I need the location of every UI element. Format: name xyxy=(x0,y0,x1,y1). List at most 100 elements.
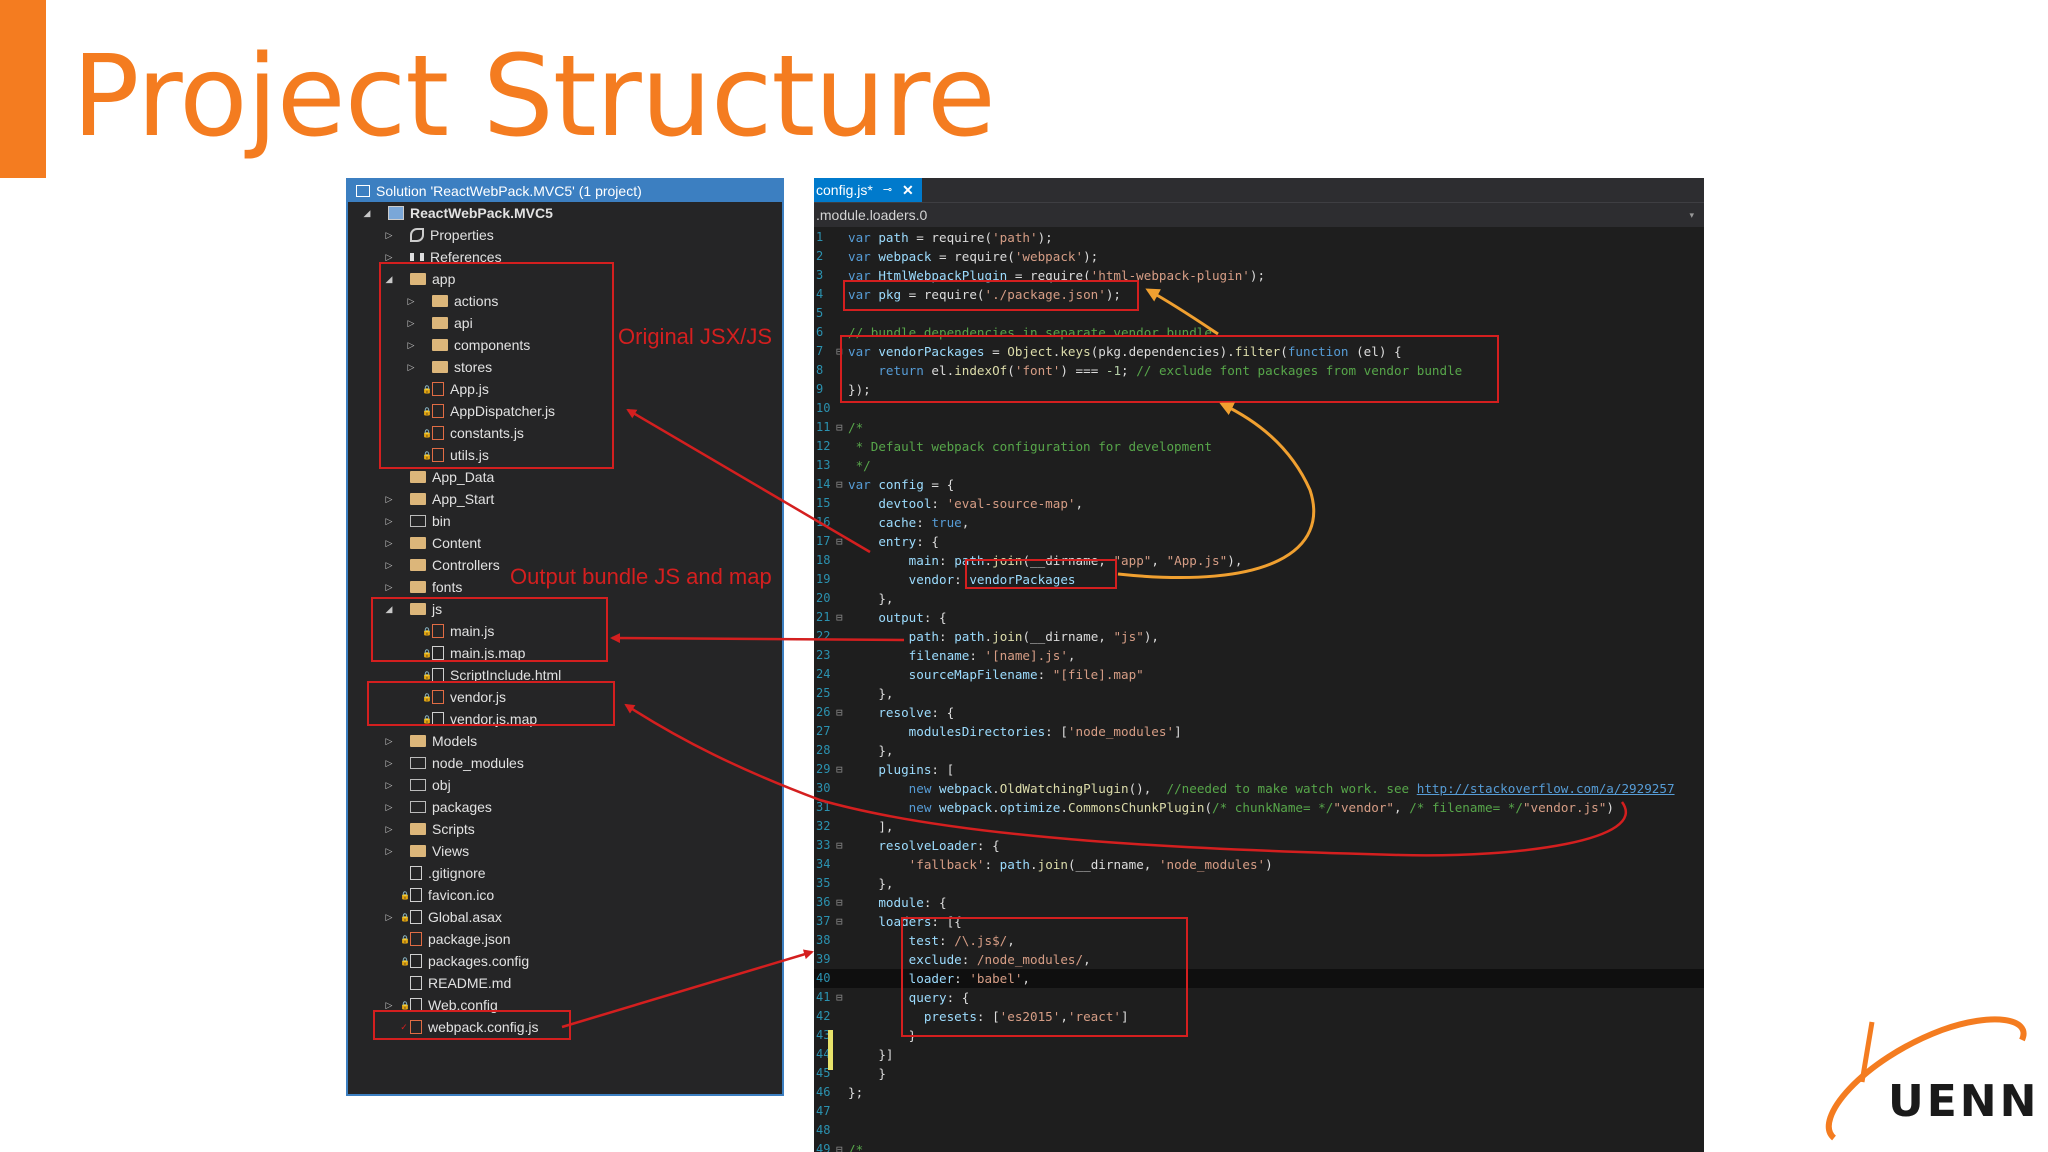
code-line[interactable]: 14⊟var config = { xyxy=(814,475,1704,494)
fold-toggle-icon[interactable]: ⊟ xyxy=(836,915,843,928)
fold-toggle-icon[interactable]: ⊟ xyxy=(836,991,843,1004)
tree-item[interactable]: 🔒main.js xyxy=(406,620,494,642)
code-line[interactable]: 12 * Default webpack configuration for d… xyxy=(814,437,1704,456)
code-line[interactable]: 27 modulesDirectories: ['node_modules'] xyxy=(814,722,1704,741)
fold-toggle-icon[interactable]: ⊟ xyxy=(836,345,843,358)
code-line[interactable]: 42 presets: ['es2015','react'] xyxy=(814,1007,1704,1026)
tree-item[interactable]: ◢js xyxy=(384,598,443,620)
pin-icon[interactable]: ⊸ xyxy=(882,184,893,196)
tree-item[interactable]: 🔒App.js xyxy=(406,378,489,400)
code-line[interactable]: 41⊟ query: { xyxy=(814,988,1704,1007)
expanded-arrow-icon[interactable]: ◢ xyxy=(385,603,393,614)
code-line[interactable]: 25 }, xyxy=(814,684,1704,703)
code-line[interactable]: 11⊟/* xyxy=(814,418,1704,437)
collapsed-arrow-icon[interactable]: ▷ xyxy=(385,845,393,856)
code-line[interactable]: 36⊟ module: { xyxy=(814,893,1704,912)
tree-item[interactable]: ◢ReactWebPack.MVC5 xyxy=(362,202,553,224)
tree-item[interactable]: ▷🔒Global.asax xyxy=(384,906,502,928)
fold-toggle-icon[interactable]: ⊟ xyxy=(836,896,843,909)
fold-toggle-icon[interactable]: ⊟ xyxy=(836,421,843,434)
code-line[interactable]: 6// bundle dependencies in separate vend… xyxy=(814,323,1704,342)
tree-item[interactable]: ▷api xyxy=(406,312,473,334)
tree-item[interactable]: ▷fonts xyxy=(384,576,463,598)
code-line[interactable]: 43 } xyxy=(814,1026,1704,1045)
code-line[interactable]: 29⊟ plugins: [ xyxy=(814,760,1704,779)
collapsed-arrow-icon[interactable]: ▷ xyxy=(385,229,393,240)
tree-item[interactable]: README.md xyxy=(384,972,511,994)
tab-webpack-config[interactable]: config.js* ⊸ ✕ xyxy=(814,178,922,202)
collapsed-arrow-icon[interactable]: ▷ xyxy=(385,537,393,548)
collapsed-arrow-icon[interactable]: ▷ xyxy=(385,779,393,790)
navigation-bar[interactable]: .module.loaders.0 ▾ xyxy=(814,202,1704,227)
code-line[interactable]: 39 exclude: /node_modules/, xyxy=(814,950,1704,969)
expanded-arrow-icon[interactable]: ◢ xyxy=(363,207,371,218)
code-line[interactable]: 30 new webpack.OldWatchingPlugin(), //ne… xyxy=(814,779,1704,798)
tree-item[interactable]: 🔒AppDispatcher.js xyxy=(406,400,555,422)
collapsed-arrow-icon[interactable]: ▷ xyxy=(385,757,393,768)
tree-item[interactable]: ▷Properties xyxy=(384,224,494,246)
collapsed-arrow-icon[interactable]: ▷ xyxy=(385,515,393,526)
collapsed-arrow-icon[interactable]: ▷ xyxy=(407,361,415,372)
tree-item[interactable]: ▷Models xyxy=(384,730,478,752)
tree-item[interactable]: 🔒constants.js xyxy=(406,422,524,444)
code-line[interactable]: 16 cache: true, xyxy=(814,513,1704,532)
tree-item[interactable]: ▷packages xyxy=(384,796,492,818)
collapsed-arrow-icon[interactable]: ▷ xyxy=(385,823,393,834)
fold-toggle-icon[interactable]: ⊟ xyxy=(836,1143,843,1152)
code-line[interactable]: 15 devtool: 'eval-source-map', xyxy=(814,494,1704,513)
tree-item[interactable]: ▷Scripts xyxy=(384,818,475,840)
code-line[interactable]: 47 xyxy=(814,1102,1704,1121)
code-line[interactable]: 20 }, xyxy=(814,589,1704,608)
code-line[interactable]: 23 filename: '[name].js', xyxy=(814,646,1704,665)
code-line[interactable]: 7⊟var vendorPackages = Object.keys(pkg.d… xyxy=(814,342,1704,361)
code-line[interactable]: 17⊟ entry: { xyxy=(814,532,1704,551)
fold-toggle-icon[interactable]: ⊟ xyxy=(836,839,843,852)
code-line[interactable]: 8 return el.indexOf('font') === -1; // e… xyxy=(814,361,1704,380)
code-line[interactable]: 44 }] xyxy=(814,1045,1704,1064)
collapsed-arrow-icon[interactable]: ▷ xyxy=(385,911,393,922)
tree-item[interactable]: ▷components xyxy=(406,334,531,356)
code-line[interactable]: 26⊟ resolve: { xyxy=(814,703,1704,722)
code-line[interactable]: 40 loader: 'babel', xyxy=(814,969,1704,988)
code-line[interactable]: 34 'fallback': path.join(__dirname, 'nod… xyxy=(814,855,1704,874)
fold-toggle-icon[interactable]: ⊟ xyxy=(836,478,843,491)
code-line[interactable]: 48 xyxy=(814,1121,1704,1140)
collapsed-arrow-icon[interactable]: ▷ xyxy=(385,493,393,504)
code-line[interactable]: 31 new webpack.optimize.CommonsChunkPlug… xyxy=(814,798,1704,817)
tree-item[interactable]: 🔒utils.js xyxy=(406,444,489,466)
tree-item[interactable]: 🔒package.json xyxy=(384,928,511,950)
code-line[interactable]: 28 }, xyxy=(814,741,1704,760)
collapsed-arrow-icon[interactable]: ▷ xyxy=(407,339,415,350)
tree-item[interactable]: ▷actions xyxy=(406,290,499,312)
code-line[interactable]: 5 xyxy=(814,304,1704,323)
tree-item[interactable]: App_Data xyxy=(384,466,494,488)
code-line[interactable]: 10 xyxy=(814,399,1704,418)
collapsed-arrow-icon[interactable]: ▷ xyxy=(385,999,393,1010)
tree-item[interactable]: ◢app xyxy=(384,268,456,290)
code-line[interactable]: 35 }, xyxy=(814,874,1704,893)
tree-item[interactable]: ▷bin xyxy=(384,510,451,532)
collapsed-arrow-icon[interactable]: ▷ xyxy=(385,801,393,812)
code-line[interactable]: 22 path: path.join(__dirname, "js"), xyxy=(814,627,1704,646)
tree-item[interactable]: 🔒vendor.js xyxy=(406,686,506,708)
code-line[interactable]: 9}); xyxy=(814,380,1704,399)
tree-item[interactable]: ✓webpack.config.js xyxy=(384,1016,538,1038)
code-line[interactable]: 32 ], xyxy=(814,817,1704,836)
tree-item[interactable]: 🔒favicon.ico xyxy=(384,884,494,906)
tree-item[interactable]: ▷App_Start xyxy=(384,488,495,510)
tree-item[interactable]: 🔒ScriptInclude.html xyxy=(406,664,561,686)
close-icon[interactable]: ✕ xyxy=(902,182,914,198)
chevron-down-icon[interactable]: ▾ xyxy=(1689,210,1694,220)
collapsed-arrow-icon[interactable]: ▷ xyxy=(385,559,393,570)
code-line[interactable]: 38 test: /\.js$/, xyxy=(814,931,1704,950)
tree-item[interactable]: 🔒main.js.map xyxy=(406,642,525,664)
collapsed-arrow-icon[interactable]: ▷ xyxy=(385,581,393,592)
tree-item[interactable]: ▷Views xyxy=(384,840,470,862)
fold-toggle-icon[interactable]: ⊟ xyxy=(836,763,843,776)
solution-header[interactable]: Solution 'ReactWebPack.MVC5' (1 project) xyxy=(348,180,782,202)
fold-toggle-icon[interactable]: ⊟ xyxy=(836,611,843,624)
